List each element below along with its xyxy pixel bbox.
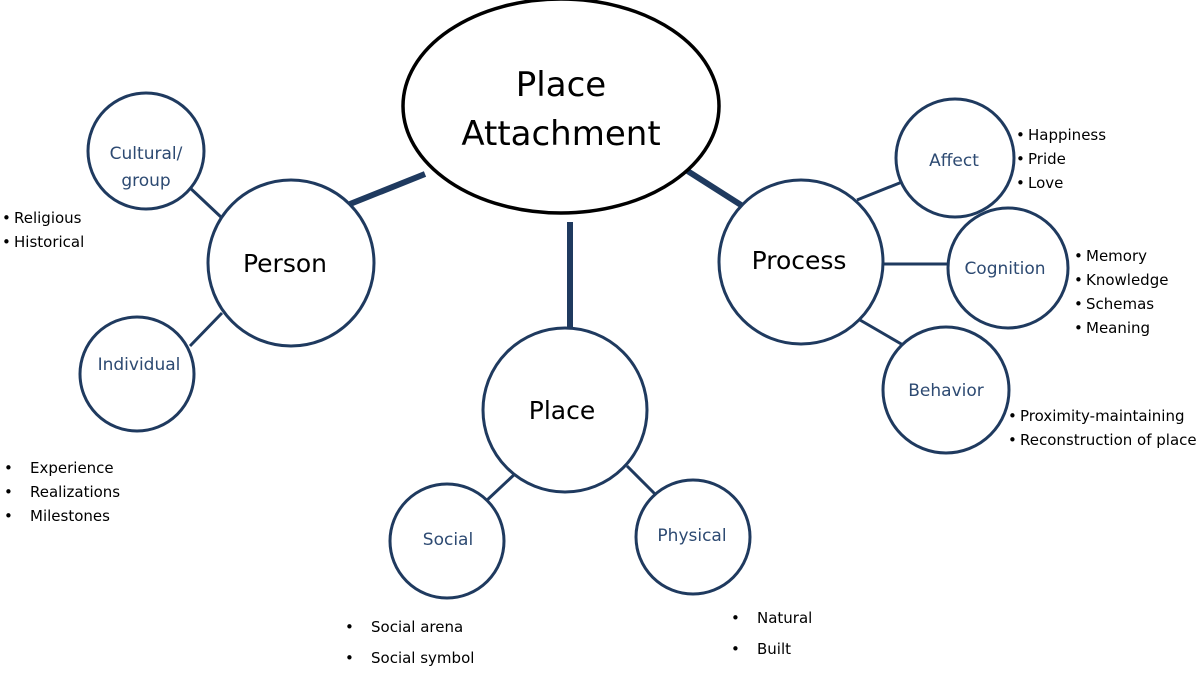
individual-node bbox=[78, 315, 196, 433]
list-item: Built bbox=[731, 634, 812, 665]
cognition-label: Cognition bbox=[964, 259, 1045, 279]
edge-person-individual bbox=[188, 311, 224, 348]
list-item: Milestones bbox=[4, 504, 120, 528]
cultural-group-label-line-1: Cultural/ bbox=[110, 144, 183, 164]
person-label: Person bbox=[243, 249, 327, 278]
place-node bbox=[481, 326, 649, 494]
list-item: Memory bbox=[1074, 244, 1168, 268]
affect-items: Happiness Pride Love bbox=[1016, 123, 1106, 195]
list-item: Reconstruction of place bbox=[1008, 428, 1197, 452]
individual-items: Experience Realizations Milestones bbox=[4, 456, 120, 528]
physical-node bbox=[634, 478, 752, 596]
behavior-node bbox=[881, 325, 1011, 455]
physical-label: Physical bbox=[657, 526, 726, 546]
cognition-items: Memory Knowledge Schemas Meaning bbox=[1074, 244, 1168, 340]
list-item: Natural bbox=[731, 603, 812, 634]
list-item: Pride bbox=[1016, 147, 1106, 171]
behavior-items: Proximity-maintaining Reconstruction of … bbox=[1008, 404, 1197, 452]
root-label-line-2: Attachment bbox=[461, 114, 660, 154]
root-label-line-1: Place bbox=[516, 65, 606, 105]
list-item: Knowledge bbox=[1074, 268, 1168, 292]
list-item: Schemas bbox=[1074, 292, 1168, 316]
person-node bbox=[206, 178, 376, 348]
social-label: Social bbox=[423, 530, 473, 550]
list-item: Realizations bbox=[4, 480, 120, 504]
behavior-label: Behavior bbox=[908, 381, 984, 401]
list-item: Religious bbox=[2, 206, 84, 230]
edge-process-affect bbox=[856, 180, 903, 202]
affect-node bbox=[894, 97, 1016, 219]
social-node bbox=[388, 482, 506, 600]
list-item: Social symbol bbox=[345, 643, 474, 674]
list-item: Social arena bbox=[345, 612, 474, 643]
affect-label: Affect bbox=[929, 151, 979, 171]
list-item: Happiness bbox=[1016, 123, 1106, 147]
list-item: Historical bbox=[2, 230, 84, 254]
list-item: Meaning bbox=[1074, 316, 1168, 340]
cognition-node bbox=[946, 206, 1070, 330]
edge-process-behavior bbox=[859, 318, 904, 347]
cultural-group-items: Religious Historical bbox=[2, 206, 84, 254]
edge-root-person bbox=[348, 171, 427, 207]
cultural-group-label-line-2: group bbox=[121, 171, 170, 191]
list-item: Proximity-maintaining bbox=[1008, 404, 1197, 428]
social-items: Social arena Social symbol bbox=[345, 612, 474, 674]
place-label: Place bbox=[529, 396, 595, 425]
root-node bbox=[401, 0, 721, 215]
process-label: Process bbox=[752, 246, 847, 275]
process-node bbox=[717, 178, 885, 346]
list-item: Love bbox=[1016, 171, 1106, 195]
cultural-group-node bbox=[86, 91, 206, 211]
edge-root-process bbox=[684, 167, 743, 208]
individual-label: Individual bbox=[98, 355, 181, 375]
list-item: Experience bbox=[4, 456, 120, 480]
edge-person-cultural bbox=[186, 184, 224, 220]
physical-items: Natural Built bbox=[731, 603, 812, 665]
edge-place-social bbox=[483, 470, 519, 504]
